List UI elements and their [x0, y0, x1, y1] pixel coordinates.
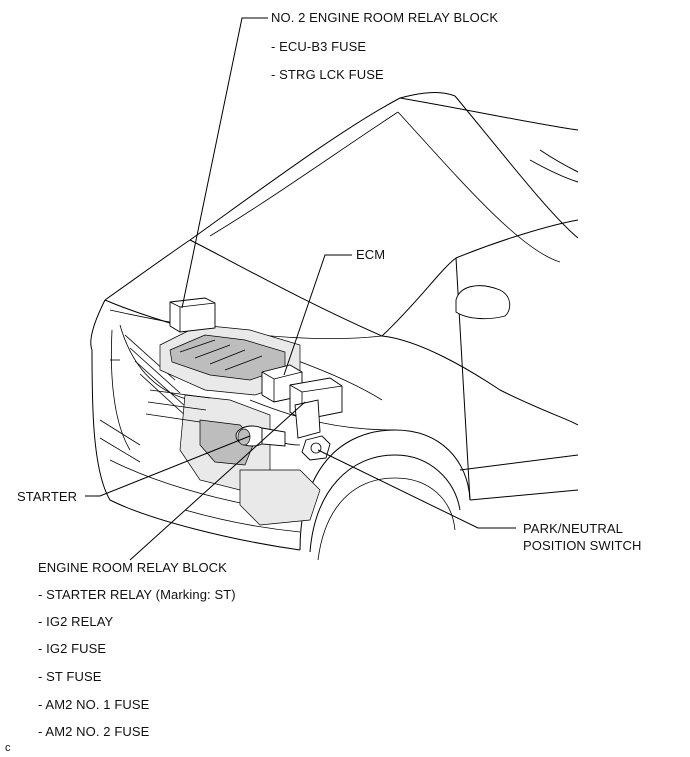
engine-assembly [145, 324, 321, 526]
vehicle-body [90, 92, 579, 561]
relay-block-label: ENGINE ROOM RELAY BLOCK [38, 560, 227, 575]
leader-park-neutral [317, 449, 516, 529]
park-neutral-switch-part [301, 435, 331, 461]
starter-label: STARTER [17, 489, 78, 504]
starter-relay-label: - STARTER RELAY (Marking: ST) [38, 587, 236, 602]
leader-no2-relay-block [181, 17, 268, 309]
starter-part [235, 425, 286, 447]
leader-starter [85, 435, 251, 497]
park-neutral-label-line1: PARK/NEUTRAL [523, 521, 623, 536]
park-neutral-label-line2: POSITION SWITCH [523, 538, 642, 553]
no2-relay-block-part [169, 297, 216, 333]
leader-relay-block [129, 401, 306, 561]
leader-ecm [283, 254, 352, 376]
am2-no2-fuse-label: - AM2 NO. 2 FUSE [38, 724, 150, 739]
st-fuse-label: - ST FUSE [38, 669, 102, 684]
ecu-b3-fuse-label: - ECU-B3 FUSE [271, 39, 367, 54]
leader-lines [85, 17, 516, 561]
ig2-fuse-label: - IG2 FUSE [38, 641, 107, 656]
no2-relay-block-label: NO. 2 ENGINE ROOM RELAY BLOCK [271, 10, 499, 25]
relay-block-part [289, 377, 343, 439]
ig2-relay-label: - IG2 RELAY [38, 614, 114, 629]
strg-lck-fuse-label: - STRG LCK FUSE [271, 67, 384, 82]
figure-code: c [5, 742, 11, 754]
am2-no1-fuse-label: - AM2 NO. 1 FUSE [38, 697, 150, 712]
ecm-label: ECM [356, 247, 386, 262]
